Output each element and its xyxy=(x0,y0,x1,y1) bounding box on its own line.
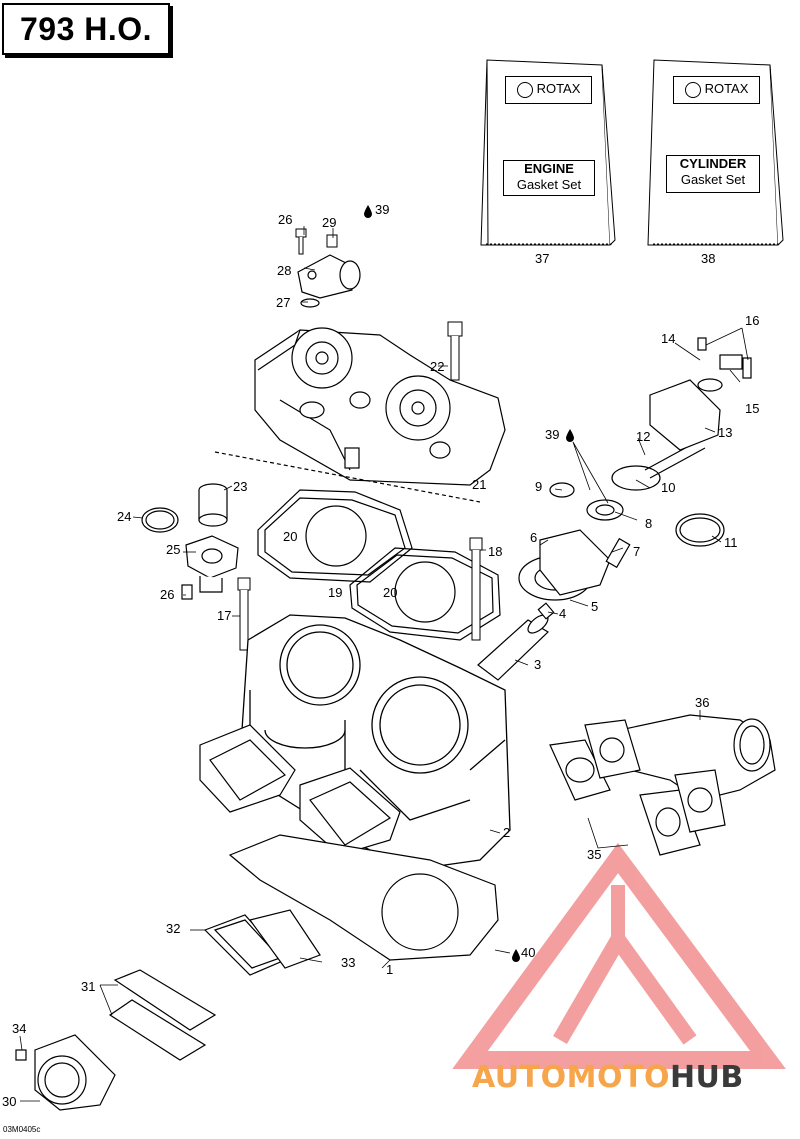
cylinder-gasket-set-booklet xyxy=(647,59,784,246)
callout-7: 7 xyxy=(633,544,641,559)
callout-24: 24 xyxy=(117,509,132,524)
booklet-37-brand: ROTAX xyxy=(505,76,592,104)
callout-37: 37 xyxy=(535,251,550,266)
callout-39: 39 xyxy=(375,202,390,217)
callout-17: 17 xyxy=(217,608,232,623)
water-outlet-elbow xyxy=(297,254,361,308)
leader-lines xyxy=(19,226,749,1102)
watermark-logo xyxy=(452,842,786,1069)
callout-28: 28 xyxy=(277,263,292,278)
callout-25: 25 xyxy=(166,542,181,557)
booklet-38-label: CYLINDER Gasket Set xyxy=(666,155,760,193)
callout-36: 36 xyxy=(695,695,710,710)
callout-40: 40 xyxy=(521,945,536,960)
figure-code: 03M0405c xyxy=(3,1125,41,1134)
callout-9: 9 xyxy=(535,479,543,494)
callout-4: 4 xyxy=(559,606,567,621)
callout-32: 32 xyxy=(166,921,181,936)
carburetor-adapter xyxy=(15,1034,116,1111)
callout-13: 13 xyxy=(718,425,733,440)
callout-11: 11 xyxy=(724,535,738,550)
callout-2: 2 xyxy=(503,825,511,840)
watermark-text: AUTOMOTOHUB xyxy=(472,1060,744,1095)
booklet-37-line2: Gasket Set xyxy=(516,177,582,192)
booklet-37-line1: ENGINE xyxy=(524,161,574,176)
callout-23: 23 xyxy=(233,479,248,494)
callout-19: 19 xyxy=(328,585,343,600)
callout-35: 35 xyxy=(587,847,602,862)
callout-20a: 20 xyxy=(283,529,298,544)
callout-33: 33 xyxy=(341,955,356,970)
rotax-logo-icon xyxy=(684,81,701,98)
callout-29: 29 xyxy=(322,215,337,230)
callout-38: 38 xyxy=(701,251,716,266)
cylinder-studs xyxy=(237,537,483,651)
callout-3: 3 xyxy=(534,657,542,672)
sealant-drop-icon xyxy=(566,429,574,442)
callout-21: 21 xyxy=(472,477,487,492)
callout-8: 8 xyxy=(645,516,653,531)
thermostat-and-cover xyxy=(141,483,239,600)
callout-26: 26 xyxy=(278,212,293,227)
rotax-logo-icon xyxy=(516,81,533,98)
callout-22: 22 xyxy=(430,359,445,374)
head-gaskets xyxy=(214,451,501,641)
callout-34: 34 xyxy=(12,1021,27,1036)
sealant-drop-icon xyxy=(512,949,520,962)
cylinder-head xyxy=(254,327,506,486)
callout-6: 6 xyxy=(530,530,538,545)
callout-16: 16 xyxy=(745,313,760,328)
callout-30: 30 xyxy=(2,1094,17,1109)
watermark-text-part1: AUTOMOTO xyxy=(472,1060,670,1095)
booklet-38-brand: ROTAX xyxy=(673,76,760,104)
reed-valve-and-base-gasket xyxy=(108,724,499,1061)
head-bolt xyxy=(447,321,463,381)
rave-valve-parts xyxy=(477,337,752,681)
callout-18: 18 xyxy=(488,544,503,559)
booklet-38-line2: Gasket Set xyxy=(680,172,746,187)
engine-gasket-set-booklet xyxy=(480,59,616,246)
callout-15: 15 xyxy=(745,401,760,416)
screws-top xyxy=(295,228,338,255)
callout-10: 10 xyxy=(661,480,676,495)
watermark-text-part2: HUB xyxy=(669,1060,744,1095)
exhaust-manifold xyxy=(549,714,776,856)
booklet-37-label: ENGINE Gasket Set xyxy=(503,160,595,196)
callout-39b: 39 xyxy=(545,427,560,442)
callout-26b: 26 xyxy=(160,587,175,602)
callout-14: 14 xyxy=(661,331,676,346)
callout-5: 5 xyxy=(591,599,599,614)
callout-12: 12 xyxy=(636,429,651,444)
sealant-drop-icon xyxy=(364,205,372,218)
callout-1: 1 xyxy=(386,962,394,977)
booklet-38-line1: CYLINDER xyxy=(679,156,747,171)
diagram-title: 793 H.O. xyxy=(2,3,170,55)
callout-27: 27 xyxy=(276,295,291,310)
callout-20b: 20 xyxy=(383,585,398,600)
callout-31: 31 xyxy=(81,979,96,994)
